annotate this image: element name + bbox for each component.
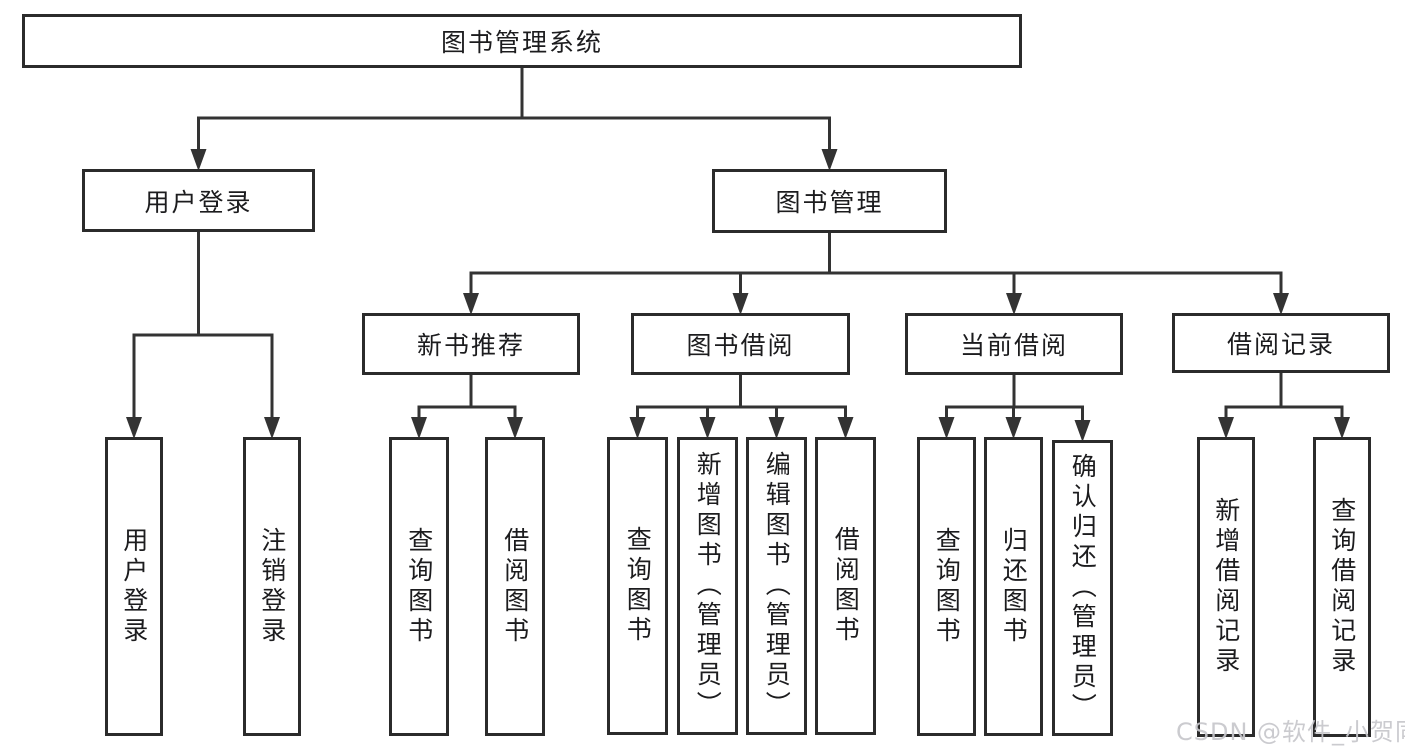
node-leaf-query-book-3: 查询图书 xyxy=(917,437,976,736)
node-label-new-book-rec: 新书推荐 xyxy=(416,331,525,360)
arrow-down-icon-leaf-add-book xyxy=(699,417,716,439)
node-leaf-add-book: 新增图书（管理员） xyxy=(677,437,738,735)
node-label-leaf-add-book: 新增图书（管理员） xyxy=(693,451,723,721)
node-leaf-return-book: 归还图书 xyxy=(984,437,1043,736)
node-label-leaf-query-book-1: 查询图书 xyxy=(404,526,434,647)
arrow-down-icon-leaf-edit-book xyxy=(768,417,785,439)
arrow-down-icon-leaf-query-record xyxy=(1334,417,1350,439)
node-leaf-query-book-1: 查询图书 xyxy=(389,437,449,736)
arrow-down-icon-leaf-borrow-book-1 xyxy=(507,417,523,439)
arrow-down-icon-leaf-user-login xyxy=(126,417,142,439)
node-book-borrow: 图书借阅 xyxy=(631,313,850,375)
node-user-login: 用户登录 xyxy=(82,169,315,232)
node-label-leaf-user-login: 用户登录 xyxy=(119,526,149,647)
node-label-leaf-query-book-3: 查询图书 xyxy=(932,526,962,647)
arrow-down-icon-leaf-return-book xyxy=(1005,417,1022,439)
node-leaf-confirm-return: 确认归还（管理员） xyxy=(1052,440,1113,736)
node-leaf-user-login: 用户登录 xyxy=(105,437,163,736)
arrow-down-icon-new-book-rec xyxy=(463,293,479,315)
node-label-borrow-records: 借阅记录 xyxy=(1226,330,1335,359)
node-label-leaf-borrow-book-2: 借阅图书 xyxy=(831,526,861,646)
node-label-leaf-query-record: 查询借阅记录 xyxy=(1327,497,1357,677)
node-label-user-login: 用户登录 xyxy=(144,187,253,217)
node-leaf-query-record: 查询借阅记录 xyxy=(1313,437,1371,737)
node-label-leaf-borrow-book-1: 借阅图书 xyxy=(500,526,530,647)
arrow-down-icon-borrow-records xyxy=(1273,293,1289,315)
arrow-down-icon-user-login xyxy=(190,149,207,171)
node-leaf-borrow-book-2: 借阅图书 xyxy=(815,437,876,735)
node-leaf-query-book-2: 查询图书 xyxy=(607,437,668,735)
arrow-down-icon-leaf-query-book-1 xyxy=(411,417,427,439)
node-label-root: 图书管理系统 xyxy=(440,28,603,57)
node-label-book-mgmt: 图书管理 xyxy=(775,188,884,217)
node-label-leaf-logout: 注销登录 xyxy=(257,526,287,647)
node-leaf-edit-book: 编辑图书（管理员） xyxy=(746,437,807,735)
node-label-book-borrow: 图书借阅 xyxy=(686,331,795,360)
arrow-down-icon-leaf-query-book-3 xyxy=(938,417,955,439)
node-label-leaf-confirm-return: 确认归还（管理员） xyxy=(1068,453,1098,723)
csdn-watermark: CSDN @软件_小贺同学 xyxy=(1176,718,1405,746)
node-leaf-logout: 注销登录 xyxy=(243,437,301,736)
arrow-down-icon-leaf-add-record xyxy=(1218,417,1234,439)
node-label-leaf-edit-book: 编辑图书（管理员） xyxy=(762,451,792,721)
node-label-current-borrow: 当前借阅 xyxy=(959,331,1068,360)
node-leaf-add-record: 新增借阅记录 xyxy=(1197,437,1255,737)
arrow-down-icon-book-borrow xyxy=(732,293,749,315)
node-label-leaf-add-record: 新增借阅记录 xyxy=(1211,497,1241,677)
arrow-down-icon-leaf-logout xyxy=(264,417,280,439)
arrow-down-icon-leaf-query-book-2 xyxy=(629,417,646,439)
arrow-down-icon-leaf-confirm-return xyxy=(1074,420,1091,442)
node-label-leaf-query-book-2: 查询图书 xyxy=(623,526,653,646)
node-label-leaf-return-book: 归还图书 xyxy=(999,526,1029,647)
node-book-mgmt: 图书管理 xyxy=(712,169,947,233)
arrow-down-icon-leaf-borrow-book-2 xyxy=(837,417,854,439)
arrow-down-icon-current-borrow xyxy=(1006,293,1022,315)
node-current-borrow: 当前借阅 xyxy=(905,313,1123,375)
node-borrow-records: 借阅记录 xyxy=(1172,313,1390,373)
node-root: 图书管理系统 xyxy=(22,14,1022,68)
arrow-down-icon-book-mgmt xyxy=(821,149,838,171)
node-new-book-rec: 新书推荐 xyxy=(362,313,580,375)
node-leaf-borrow-book-1: 借阅图书 xyxy=(485,437,545,736)
